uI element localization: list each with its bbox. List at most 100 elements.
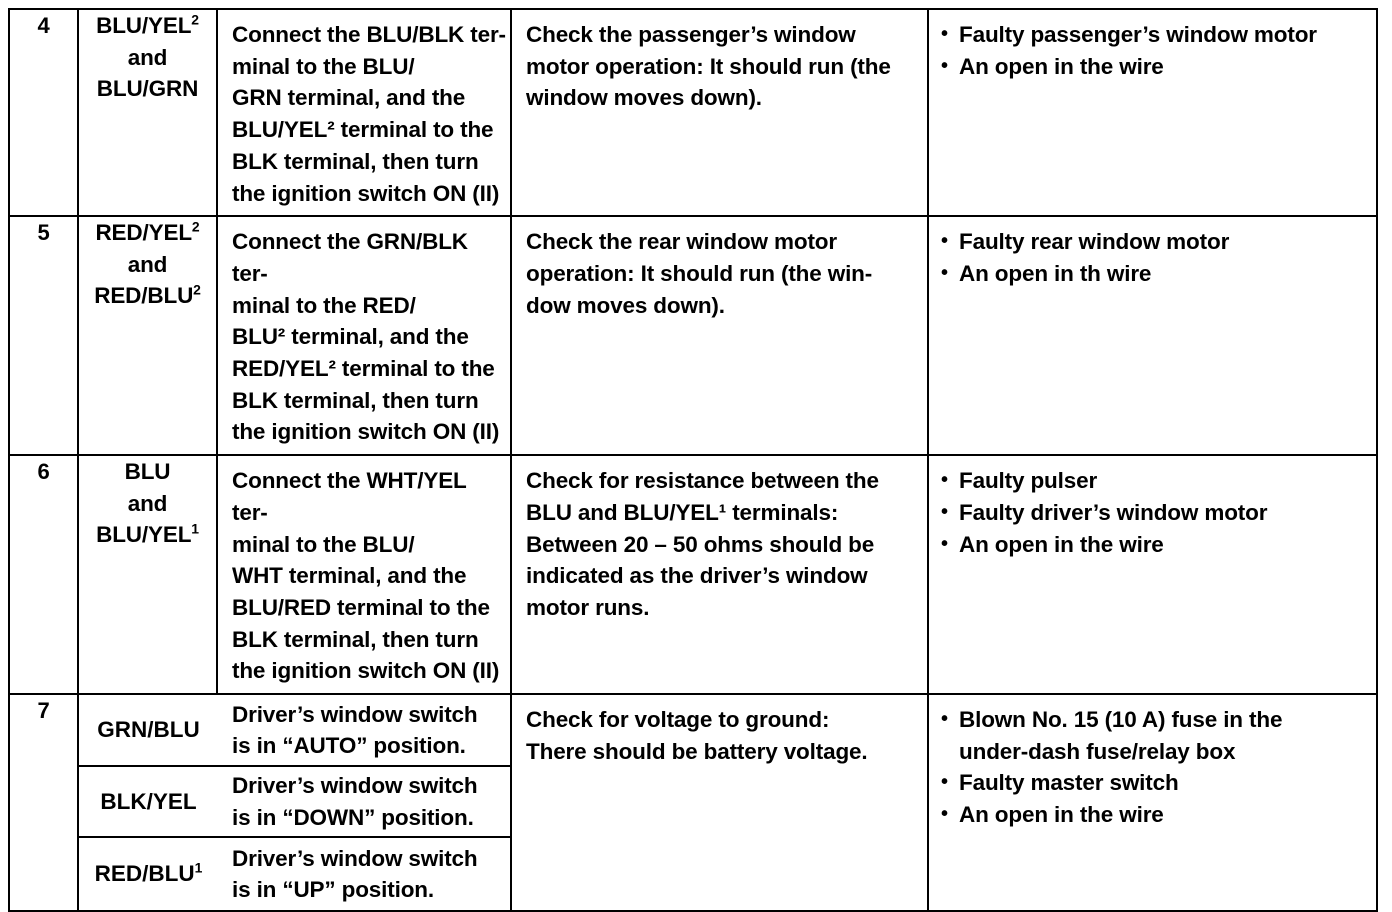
check-text: Check the rear window motor operation: I…	[512, 217, 927, 327]
sub-terminal-text: BLK/YEL	[100, 788, 197, 814]
sub-description-cell: Driver’s window switch is in “UP” positi…	[218, 837, 510, 911]
procedure-line: minal to the RED/	[232, 292, 416, 318]
procedure-cell: Connect the WHT/YEL ter- minal to the BL…	[216, 454, 512, 696]
check-line: motor runs.	[526, 594, 650, 620]
probable-cause-text: Faulty pulser Faulty driver’s window mot…	[929, 456, 1376, 566]
list-item: An open in the wire	[939, 529, 1368, 561]
step-number: 7	[37, 698, 50, 724]
procedure-cell: Connect the BLU/BLK ter- minal to the BL…	[216, 7, 512, 218]
sub-row: RED/BLU1 Driver’s window switch is in “U…	[79, 837, 510, 911]
list-item: Faulty rear window motor	[939, 226, 1368, 258]
sub-terminal-text: RED/BLU1	[94, 859, 203, 887]
probable-cause-cell: Faulty rear window motor An open in th w…	[927, 215, 1378, 457]
description-line: Driver’s window switch	[232, 773, 478, 799]
probable-cause-cell: Blown No. 15 (10 A) fuse in the under-da…	[927, 693, 1378, 912]
terminal-line: BLU	[124, 459, 171, 485]
check-line: motor operation: It should run (the	[526, 53, 891, 79]
procedure-line: minal to the BLU/	[232, 53, 415, 79]
sub-terminal-text: GRN/BLU	[97, 717, 200, 743]
step-number: 6	[37, 459, 50, 485]
procedure-line: BLU/RED terminal to the	[232, 594, 490, 620]
list-item: Faulty passenger’s window motor	[939, 19, 1368, 51]
procedure-line: minal to the BLU/	[232, 531, 415, 557]
procedure-line: the ignition switch ON (II)	[232, 180, 500, 206]
terminals-text: RED/YEL2 and RED/BLU2	[79, 217, 216, 312]
document-page: 4 BLU/YEL2 and BLU/GRN Connect the BLU/B…	[0, 0, 1392, 812]
terminal-line: BLU/YEL2	[96, 11, 199, 38]
procedure-line: RED/YEL² terminal to the	[232, 356, 495, 382]
table-row: 6 BLU and BLU/YEL1 Connect the WHT/YEL t…	[8, 454, 1378, 696]
procedure-line: BLU/YEL² terminal to the	[232, 117, 494, 143]
terminals-cell: RED/YEL2 and RED/BLU2	[77, 215, 218, 457]
sub-terminal-cell: BLK/YEL	[79, 766, 218, 839]
procedure-line: BLU² terminal, and the	[232, 324, 469, 350]
procedure-text: Connect the BLU/BLK ter- minal to the BL…	[218, 10, 510, 215]
check-cell: Check for voltage to ground: There shoul…	[510, 693, 929, 912]
check-line: dow moves down).	[526, 292, 725, 318]
terminals-text: BLU and BLU/YEL1	[79, 456, 216, 551]
subrows-cell: GRN/BLU Driver’s window switch is in “AU…	[77, 693, 512, 912]
terminal-line: and	[127, 490, 168, 516]
terminal-line: and	[127, 251, 168, 277]
sub-description-cell: Driver’s window switch is in “DOWN” posi…	[218, 766, 510, 839]
procedure-line: GRN terminal, and the	[232, 85, 466, 111]
list-item: An open in th wire	[939, 258, 1368, 290]
procedure-line: BLK terminal, then turn	[232, 387, 479, 413]
step-number-cell: 4	[8, 7, 79, 218]
check-cell: Check the passenger’s window motor opera…	[510, 7, 929, 218]
terminal-line: RED/YEL2	[95, 218, 200, 246]
terminal-line: BLU/YEL1	[96, 520, 199, 548]
list-item: Faulty master switch	[939, 767, 1368, 799]
table-row: 7 GRN/BLU Driver’s window switch	[8, 693, 1378, 912]
probable-cause-cell: Faulty passenger’s window motor An open …	[927, 7, 1378, 218]
sub-terminal-cell: RED/BLU1	[79, 837, 218, 911]
terminals-text: BLU/YEL2 and BLU/GRN	[79, 10, 216, 105]
sub-row: BLK/YEL Driver’s window switch is in “DO…	[79, 766, 510, 839]
cause-list: Faulty rear window motor An open in th w…	[939, 226, 1368, 289]
list-item: Blown No. 15 (10 A) fuse in the under-da…	[939, 704, 1368, 767]
sub-terminal-cell: GRN/BLU	[79, 695, 218, 768]
check-line: Check the rear window motor	[526, 229, 838, 255]
sub-description-cell: Driver’s window switch is in “AUTO” posi…	[218, 695, 510, 768]
sub-description-text: Driver’s window switch is in “DOWN” posi…	[218, 768, 510, 835]
check-line: Check the passenger’s window	[526, 22, 856, 47]
cause-list: Faulty passenger’s window motor An open …	[939, 19, 1368, 82]
check-text: Check for voltage to ground: There shoul…	[512, 695, 927, 773]
description-line: is in “DOWN” position.	[232, 804, 474, 830]
description-line: Driver’s window switch	[232, 701, 478, 727]
procedure-line: WHT terminal, and the	[232, 563, 467, 589]
sub-row: GRN/BLU Driver’s window switch is in “AU…	[79, 695, 510, 768]
check-line: Between 20 – 50 ohms should be	[526, 531, 875, 557]
table-row: 5 RED/YEL2 and RED/BLU2 Connect the GRN/…	[8, 215, 1378, 457]
description-line: is in “AUTO” position.	[232, 733, 466, 759]
step-number: 5	[37, 220, 50, 246]
check-line: window moves down).	[526, 85, 762, 111]
terminal-line: BLU/GRN	[96, 76, 199, 101]
terminals-cell: BLU/YEL2 and BLU/GRN	[77, 7, 218, 218]
procedure-line: Connect the BLU/BLK ter-	[232, 22, 506, 47]
step-number: 4	[37, 13, 50, 38]
procedure-line: the ignition switch ON (II)	[232, 419, 500, 445]
procedure-line: the ignition switch ON (II)	[232, 658, 500, 684]
step-number-cell: 6	[8, 454, 79, 696]
description-line: Driver’s window switch	[232, 845, 478, 871]
cause-line: Blown No. 15 (10 A) fuse in the	[959, 707, 1283, 733]
procedure-text: Connect the WHT/YEL ter- minal to the BL…	[218, 456, 510, 693]
terminal-superscript: 1	[191, 520, 199, 537]
terminal-line: RED/BLU2	[94, 281, 201, 309]
table-row: 4 BLU/YEL2 and BLU/GRN Connect the BLU/B…	[8, 7, 1378, 218]
cause-line: under-dash fuse/relay box	[959, 738, 1236, 764]
procedure-line: BLK terminal, then turn	[232, 626, 479, 652]
check-line: indicated as the driver’s window	[526, 563, 868, 589]
list-item: Faulty driver’s window motor	[939, 497, 1368, 529]
procedure-line: BLK terminal, then turn	[232, 148, 479, 174]
procedure-text: Connect the GRN/BLK ter- minal to the RE…	[218, 217, 510, 454]
list-item: An open in the wire	[939, 51, 1368, 83]
check-line: operation: It should run (the win-	[526, 260, 873, 286]
check-line: There should be battery voltage.	[526, 738, 868, 764]
sub-description-text: Driver’s window switch is in “UP” positi…	[218, 841, 510, 908]
check-cell: Check for resistance between the BLU and…	[510, 454, 929, 696]
terminal-superscript: 2	[193, 281, 201, 298]
check-text: Check the passenger’s window motor opera…	[512, 10, 927, 120]
check-line: BLU and BLU/YEL¹ terminals:	[526, 499, 839, 525]
